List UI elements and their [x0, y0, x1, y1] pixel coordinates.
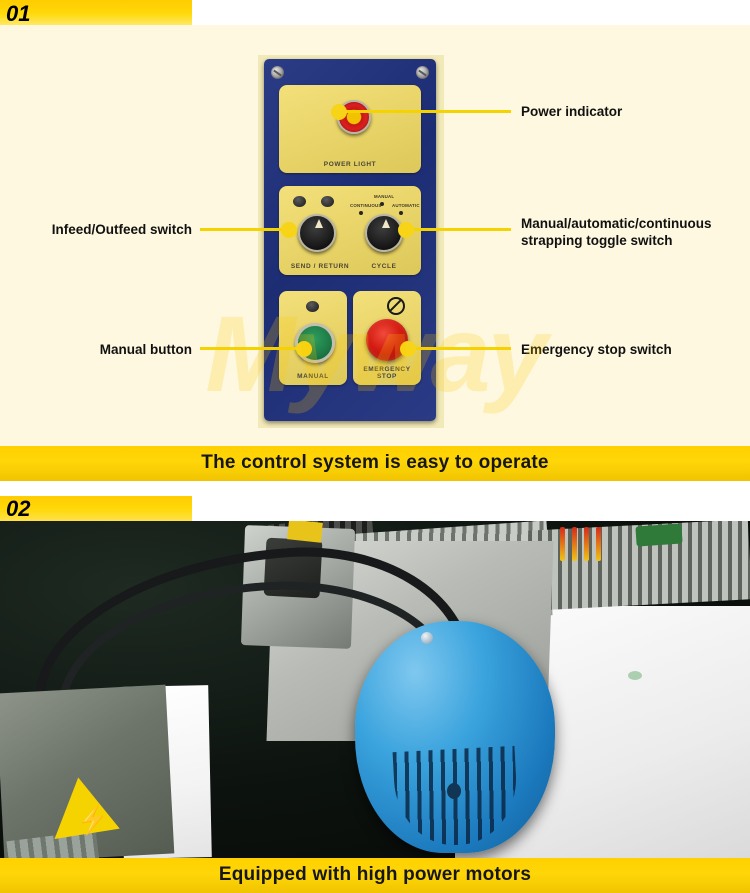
callout-emergency-stop-switch: Emergency stop switch	[521, 342, 672, 357]
motor-center-hub	[447, 783, 461, 799]
yellow-marker-tape	[287, 521, 323, 543]
manual-plate: MANUAL	[279, 291, 347, 385]
led-red-4-icon	[596, 527, 601, 561]
panel-screw-top-right-icon	[416, 66, 429, 79]
callout-manual-button: Manual button	[99, 342, 192, 357]
control-panel-body: POWER LIGHT MANUAL CONTINUOUS AUTOMATIC …	[264, 59, 436, 421]
estop-plate: EMERGENCY STOP	[353, 291, 421, 385]
send-return-knob[interactable]	[298, 214, 336, 252]
power-light-plate: POWER LIGHT	[279, 85, 421, 173]
section-02-number-bar	[0, 496, 192, 521]
callout-infeed-outfeed-switch: Infeed/Outfeed switch	[51, 222, 192, 237]
manual-button-leader-line	[200, 347, 304, 350]
mode-label-continuous: CONTINUOUS	[350, 203, 382, 208]
callout-mode-toggle-switch: Manual/automatic/continuous strapping to…	[521, 216, 712, 248]
section-02-caption-bar: Equipped with high power motors	[0, 858, 750, 893]
power-light-plate-caption: POWER LIGHT	[323, 161, 377, 168]
power-indicator-marker	[331, 104, 347, 120]
manual-indicator-icon	[306, 301, 319, 312]
section-02-number: 02	[6, 496, 31, 521]
mode-toggle-leader-line	[406, 228, 511, 231]
section-02-caption-text: Equipped with high power motors	[218, 864, 532, 885]
section-01-number: 01	[6, 1, 31, 26]
blue-electric-motor	[355, 621, 555, 853]
section-01-caption-bar: The control system is easy to operate	[0, 446, 750, 481]
manual-button-marker	[296, 341, 312, 357]
power-supply-unit: ⚡	[0, 684, 175, 858]
section-01-number-bar	[0, 0, 192, 25]
cycle-knob[interactable]	[365, 214, 403, 252]
no-entry-icon	[387, 297, 405, 315]
manual-plate-caption: MANUAL	[297, 373, 329, 380]
infeed-outfeed-marker	[281, 222, 297, 238]
send-return-caption: SEND / RETURN	[290, 263, 350, 270]
power-indicator-leader-line	[339, 110, 511, 113]
motor-screw-icon	[421, 632, 433, 644]
panel-screw-top-left-icon	[271, 66, 284, 79]
mode-dot-manual-icon	[380, 202, 384, 206]
cycle-caption: CYCLE	[371, 263, 397, 270]
mode-dot-continuous-icon	[359, 211, 363, 215]
small-indicator-a-icon	[293, 196, 306, 207]
control-panel-photo: POWER LIGHT MANUAL CONTINUOUS AUTOMATIC …	[258, 55, 444, 428]
small-indicator-b-icon	[321, 196, 334, 207]
mode-toggle-marker	[398, 222, 414, 238]
knob-plate: MANUAL CONTINUOUS AUTOMATIC SEND / RETUR…	[279, 186, 421, 275]
estop-plate-caption: EMERGENCY STOP	[363, 366, 411, 380]
section-01: 01 POWER LIGHT MANUAL CONTINUOUS AUTOMAT…	[0, 0, 750, 446]
mode-label-manual: MANUAL	[374, 194, 395, 199]
mode-label-automatic: AUTOMATIC	[392, 203, 420, 208]
mode-dot-automatic-icon	[399, 211, 403, 215]
led-strip	[560, 527, 620, 565]
section-02-photo: ⚡	[0, 521, 750, 858]
callout-power-indicator: Power indicator	[521, 104, 623, 119]
led-red-1-icon	[560, 527, 565, 561]
led-red-2-icon	[572, 527, 577, 561]
led-red-3-icon	[584, 527, 589, 561]
infeed-outfeed-leader-line	[200, 228, 290, 231]
section-01-caption-text: The control system is easy to operate	[201, 452, 549, 473]
emergency-stop-leader-line	[408, 347, 511, 350]
green-surface-mark	[628, 671, 642, 680]
green-circuit-chip	[635, 523, 683, 547]
emergency-stop-marker	[400, 341, 416, 357]
lightning-bolt-icon: ⚡	[74, 802, 111, 838]
